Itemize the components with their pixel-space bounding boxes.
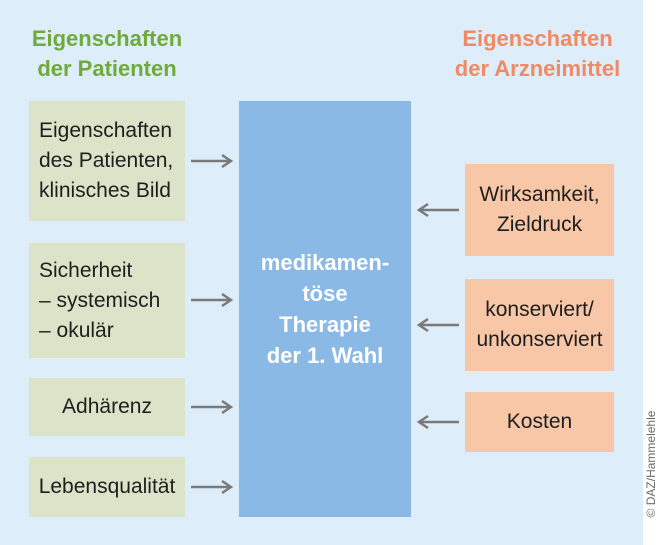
drug-factor-box: Wirksamkeit, Zieldruck [465,164,614,256]
arrow-left-icon [416,317,459,333]
patient-factor-box: Adhärenz [29,378,185,436]
arrow-right-icon [191,399,234,415]
credit-text: © DAZ/Hammelehle [644,410,658,518]
drugs-heading: Eigenschaften der Arzneimittel [454,26,621,81]
drug-factor-box: konserviert/ unkonserviert [465,279,614,371]
patient-factor-box: Lebensqualität [29,457,185,517]
first-choice-therapy-box: medikamen- töse Therapie der 1. Wahl [239,101,411,517]
copyright-credit: © DAZ/Hammelehle [642,389,660,539]
drug-factor-box: Kosten [465,392,614,452]
patient-factor-box: Sicherheit – systemisch – okulär [29,243,185,358]
arrow-right-icon [191,153,234,169]
arrow-left-icon [416,414,459,430]
arrow-right-icon [191,479,234,495]
patients-heading: Eigenschaften der Patienten [31,26,183,81]
arrow-left-icon [416,202,459,218]
arrow-right-icon [191,292,234,308]
diagram-canvas: Eigenschaften der Patienten Eigenschafte… [0,0,643,545]
patient-factor-box: Eigenschaften des Patienten, klinisches … [29,101,185,221]
